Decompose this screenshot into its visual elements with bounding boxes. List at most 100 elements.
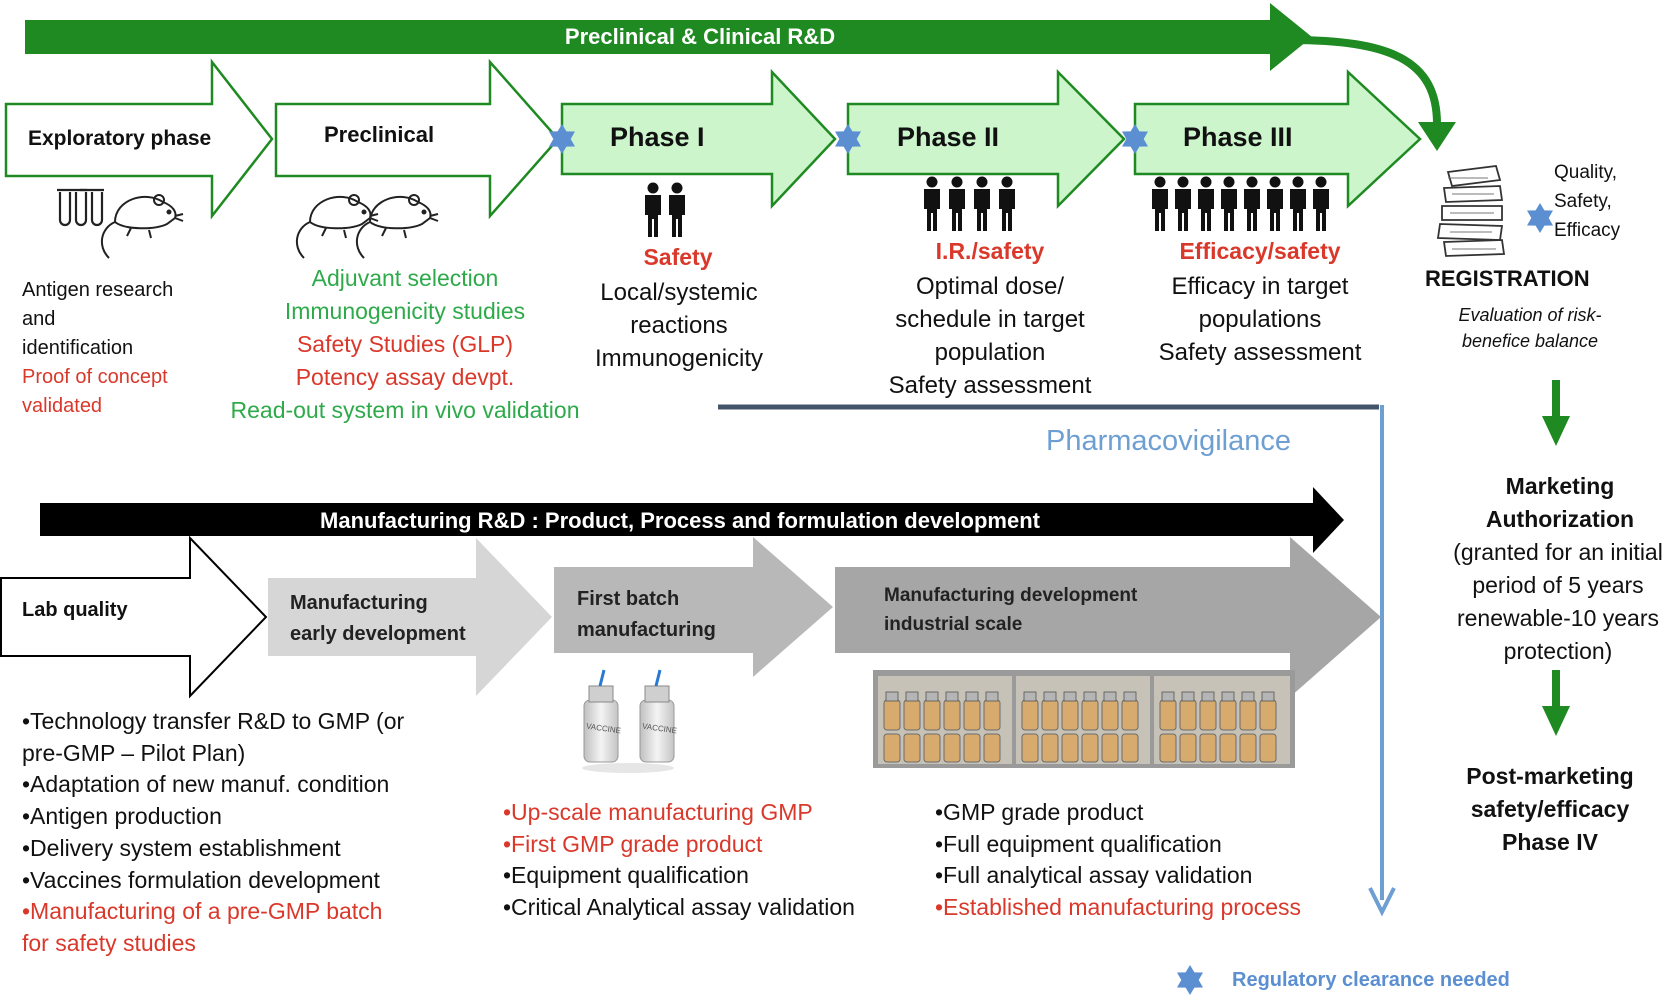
exploratory-line: and — [22, 308, 56, 330]
phase1-line: reactions — [630, 312, 728, 339]
regulatory-star-icon — [1527, 203, 1553, 233]
exploratory-phase-label: Exploratory phase — [28, 127, 212, 150]
phase3-arrow — [1133, 69, 1422, 209]
list-item: for safety studies — [22, 930, 196, 957]
exploratory-line: Proof of concept — [22, 366, 168, 388]
phase2-line: population — [934, 339, 1046, 366]
list-item: •Up-scale manufacturing GMP — [503, 799, 813, 825]
marketing-detail-line: period of 5 years — [1472, 572, 1644, 598]
phase2-label: Phase II — [897, 122, 1000, 152]
marketing-detail-line: renewable-10 years — [1456, 605, 1659, 631]
preclinical-line: Immunogenicity studies — [284, 298, 526, 324]
manufacturing-banner-arrow — [40, 487, 1344, 553]
post-marketing: Post-marketing safety/efficacy Phase IV — [1440, 760, 1660, 859]
criterion: Efficacy — [1554, 220, 1621, 241]
phase2-line: Optimal dose/ — [915, 273, 1065, 300]
marketing-authorization-title: Marketing Authorization — [1440, 470, 1679, 536]
first-batch-list: •Up-scale manufacturing GMP •First GMP g… — [503, 797, 855, 924]
post-marketing-line: safety/efficacy — [1470, 796, 1630, 822]
curved-arrow-head — [1418, 122, 1456, 151]
phase3-heading: Efficacy/safety — [1179, 238, 1341, 264]
list-item: •Technology transfer R&D to GMP (or — [22, 708, 405, 734]
early-dev-arrow — [268, 538, 552, 696]
registration-criteria: Quality, Safety, Efficacy — [1554, 158, 1620, 245]
lab-quality-list: •Technology transfer R&D to GMP (or pre-… — [22, 706, 404, 960]
phase1-description: Local/systemic reactions Immunogenicity — [560, 276, 798, 375]
list-item: •Full equipment qualification — [935, 830, 1222, 857]
preclinical-arrow — [274, 58, 560, 220]
list-item: •Vaccines formulation development — [22, 866, 380, 893]
marketing-detail-line: (granted for an initial — [1453, 539, 1663, 565]
lab-quality-label: Lab quality — [22, 599, 128, 621]
manufacturing-banner-label: Manufacturing R&D : Product, Process and… — [320, 508, 1040, 533]
mouse-icon — [295, 194, 379, 259]
industrial-arrow — [835, 537, 1381, 697]
phase2-arrow — [846, 68, 1126, 210]
list-item: •Antigen production — [22, 803, 222, 830]
vial-trays-photo — [873, 670, 1295, 768]
documents-stack-icon — [1436, 165, 1506, 257]
preclinical-phase-label: Preclinical — [324, 122, 435, 147]
preclinical-line: Read-out system in vivo validation — [230, 397, 580, 423]
phase1-arrow — [560, 68, 837, 210]
phase2-description: Optimal dose/ schedule in target populat… — [870, 270, 1110, 402]
pharmacovigilance-arrowhead — [1368, 887, 1396, 917]
marketing-title-line: Authorization — [1485, 506, 1635, 532]
early-dev-label: Manufacturing early development — [290, 588, 466, 650]
marketing-detail-line: protection) — [1503, 638, 1613, 664]
list-item: •First GMP grade product — [503, 830, 763, 857]
first-batch-arrow — [554, 537, 833, 677]
mouse-icon — [355, 194, 439, 259]
list-item: •Delivery system establishment — [22, 834, 341, 861]
curved-arrow-to-registration — [1289, 36, 1441, 125]
list-item: •Adaptation of new manuf. condition — [22, 771, 390, 798]
industrial-list: •GMP grade product •Full equipment quali… — [935, 797, 1301, 924]
legend-star-icon — [1177, 965, 1203, 995]
first-batch-label-line: First batch — [577, 588, 680, 610]
phase2-line: schedule in target — [895, 306, 1085, 333]
lab-quality-arrow — [0, 535, 268, 699]
registration-subtitle: Evaluation of risk- benefice balance — [1420, 302, 1640, 354]
criterion: Quality, — [1554, 162, 1618, 183]
phase3-label: Phase III — [1183, 122, 1293, 152]
exploratory-line: Antigen research — [22, 279, 174, 301]
registration-subtitle-line: Evaluation of risk- — [1458, 305, 1602, 325]
phase2-heading: I.R./safety — [935, 238, 1045, 264]
phase3-line: populations — [1198, 306, 1322, 333]
first-batch-label: First batch manufacturing — [577, 584, 716, 646]
list-item: •Equipment qualification — [503, 862, 749, 889]
legend-label: Regulatory clearance needed — [1232, 969, 1510, 991]
phase1-line: Local/systemic — [600, 279, 758, 306]
industrial-label-line: Manufacturing development — [884, 585, 1138, 606]
list-item: •Critical Analytical assay validation — [503, 894, 855, 921]
post-marketing-line: Phase IV — [1502, 829, 1598, 855]
exploratory-description: Antigen research and identification Proo… — [22, 276, 173, 421]
exploratory-line: identification — [22, 337, 134, 359]
list-item: pre-GMP – Pilot Plan) — [22, 739, 246, 766]
criterion: Safety, — [1554, 191, 1612, 212]
list-item: •Manufacturing of a pre-GMP batch — [22, 898, 383, 925]
phase3-line: Efficacy in target — [1171, 273, 1349, 300]
phase3-line: Safety assessment — [1158, 339, 1362, 366]
early-dev-label-line: early development — [290, 623, 466, 645]
preclinical-line: Adjuvant selection — [311, 265, 499, 291]
industrial-label-line: industrial scale — [884, 614, 1023, 635]
first-batch-label-line: manufacturing — [577, 619, 716, 641]
pharmacovigilance-label: Pharmacovigilance — [1046, 425, 1292, 457]
preclinical-line: Potency assay devpt. — [295, 364, 515, 390]
marketing-title-line: Marketing — [1505, 473, 1615, 499]
mouse-icon — [100, 194, 184, 259]
registration-subtitle-line: benefice balance — [1461, 331, 1599, 351]
preclinical-clinical-banner-label: Preclinical & Clinical R&D — [564, 24, 836, 49]
phase3-people-icon — [1152, 176, 1329, 231]
phase1-line: Immunogenicity — [594, 345, 764, 372]
vaccine-vials-icon — [582, 669, 675, 773]
exploratory-arrow — [4, 58, 274, 220]
list-item: •Established manufacturing process — [935, 894, 1302, 921]
early-dev-label-line: Manufacturing — [290, 592, 428, 614]
phase2-line: Safety assessment — [888, 372, 1092, 399]
phase1-people-icon — [645, 182, 685, 237]
phase1-label: Phase I — [610, 122, 705, 152]
marketing-authorization-detail: (granted for an initial period of 5 year… — [1433, 536, 1679, 668]
